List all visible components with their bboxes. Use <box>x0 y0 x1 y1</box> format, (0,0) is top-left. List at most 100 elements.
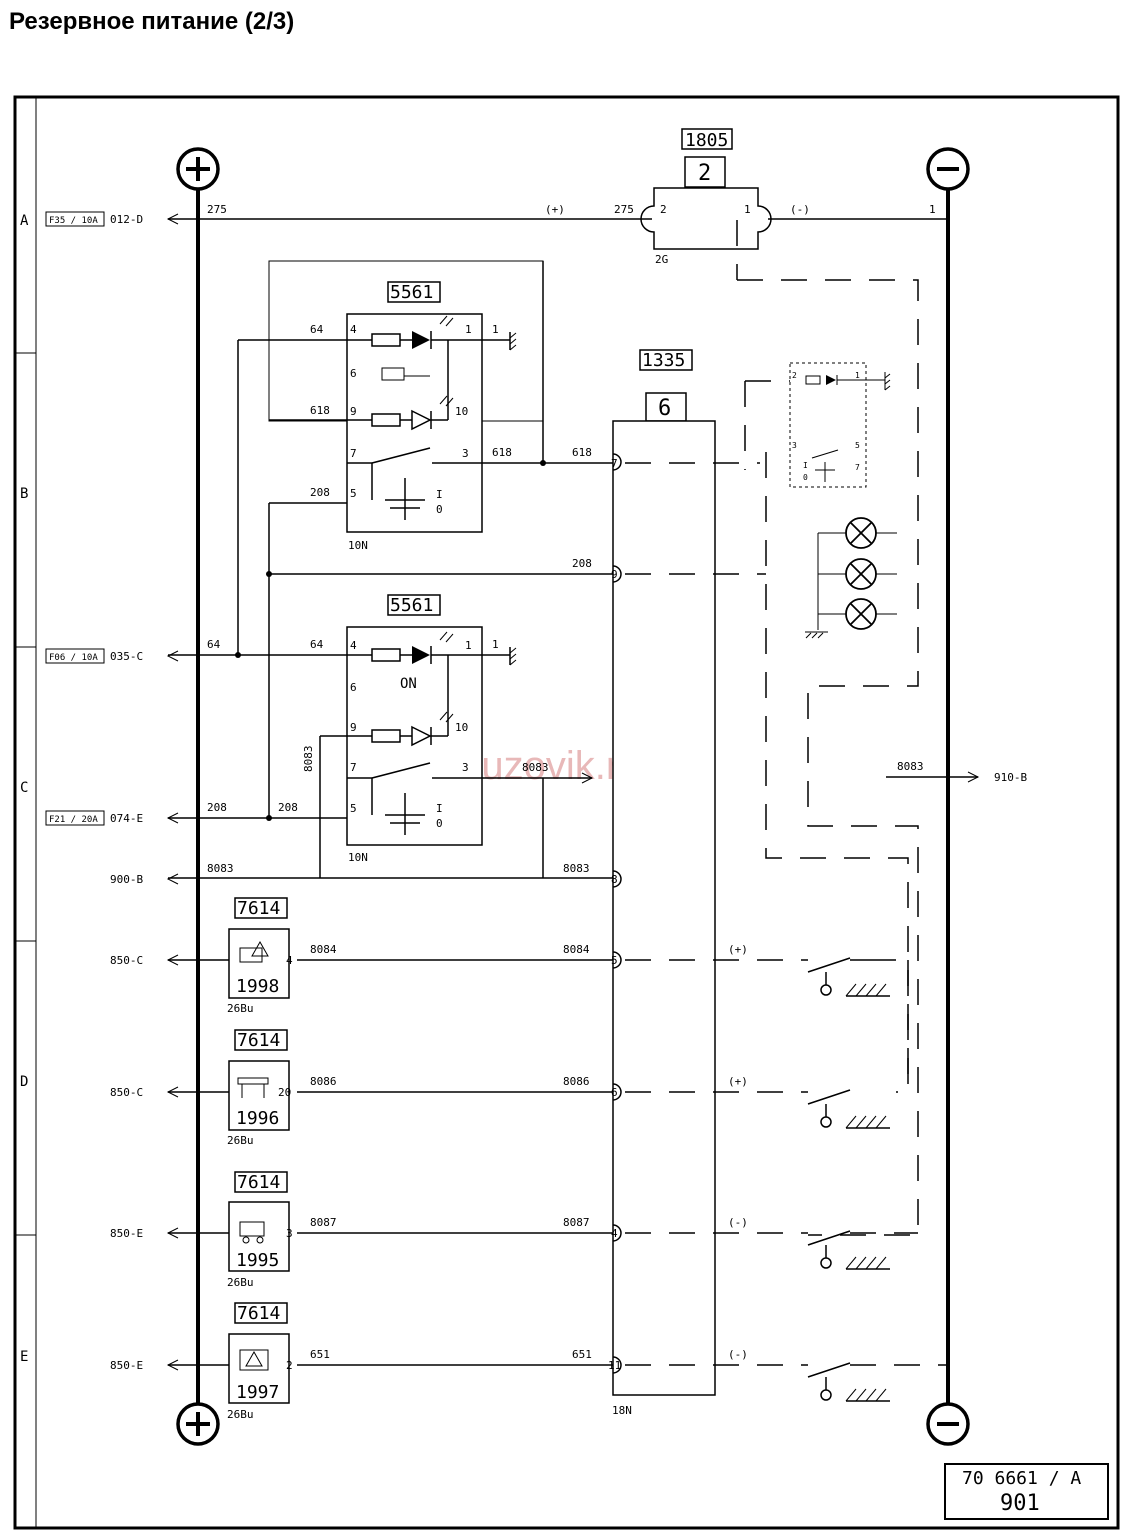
svg-text:26Bu: 26Bu <box>227 1134 254 1147</box>
svg-text:7: 7 <box>855 463 860 472</box>
svg-text:3: 3 <box>462 447 469 460</box>
svg-text:1335: 1335 <box>642 350 685 371</box>
svg-text:074-E: 074-E <box>110 812 143 825</box>
svg-text:910-B: 910-B <box>994 771 1027 784</box>
svg-text:64: 64 <box>310 638 324 651</box>
svg-text:6: 6 <box>658 396 671 421</box>
svg-text:7614: 7614 <box>237 1030 280 1051</box>
svg-text:1997: 1997 <box>236 1382 279 1403</box>
fuse-f06: F06 / 10A 035-C <box>45 648 179 664</box>
svg-text:5: 5 <box>855 441 860 450</box>
minus-icon-bottom <box>926 1402 970 1446</box>
row-label-d: D <box>20 1074 28 1090</box>
svg-text:7: 7 <box>611 457 618 470</box>
row-label-b: B <box>20 486 28 502</box>
svg-text:64: 64 <box>207 638 221 651</box>
module-1335: 1335 6 18N <box>612 349 716 1417</box>
module-pin-6: 8086 6 (+) <box>563 1075 808 1101</box>
module-pin-4: 8087 4 (-) <box>563 1216 808 1242</box>
svg-text:F06 / 10A: F06 / 10A <box>49 653 98 663</box>
lamp-icon-2 <box>845 558 877 590</box>
svg-text:850-C: 850-C <box>110 954 143 967</box>
svg-text:651: 651 <box>310 1348 330 1361</box>
plus-icon-bottom <box>176 1402 220 1446</box>
svg-text:7614: 7614 <box>237 1172 280 1193</box>
svg-text:(-): (-) <box>728 1348 748 1361</box>
footer-block: 70 6661 / A 901 <box>944 1463 1109 1520</box>
svg-text:618: 618 <box>492 446 512 459</box>
svg-text:F21 / 20A: F21 / 20A <box>49 815 98 825</box>
svg-text:1: 1 <box>929 203 936 216</box>
ground-switch-1 <box>807 957 896 997</box>
svg-text:8083: 8083 <box>897 760 924 773</box>
svg-text:618: 618 <box>572 446 592 459</box>
svg-text:275: 275 <box>614 203 634 216</box>
svg-text:11: 11 <box>608 1359 621 1372</box>
svg-text:3: 3 <box>286 1227 293 1240</box>
svg-text:I: I <box>436 488 443 501</box>
svg-text:(-): (-) <box>790 203 810 216</box>
svg-text:5561: 5561 <box>390 595 433 616</box>
svg-text:10N: 10N <box>348 851 368 864</box>
svg-text:5: 5 <box>611 954 618 967</box>
svg-text:I: I <box>436 802 443 815</box>
svg-text:26Bu: 26Bu <box>227 1002 254 1015</box>
module-pin-9: 208 9 <box>572 557 766 583</box>
svg-text:9: 9 <box>350 721 357 734</box>
terminal-850c-b: 850-C <box>110 1086 179 1099</box>
svg-text:18N: 18N <box>612 1404 632 1417</box>
sensor-7614-1998: 7614 1998 4 26Bu <box>227 897 293 1015</box>
svg-text:2: 2 <box>792 371 797 380</box>
svg-text:4: 4 <box>350 639 357 652</box>
svg-text:1998: 1998 <box>236 976 279 997</box>
svg-text:(-): (-) <box>728 1216 748 1229</box>
row-label-a: A <box>20 213 29 229</box>
svg-text:26Bu: 26Bu <box>227 1276 254 1289</box>
svg-text:208: 208 <box>207 801 227 814</box>
mini-switch-dashed: 2 1 3 5 7 I 0 <box>745 362 891 488</box>
svg-text:1: 1 <box>744 203 751 216</box>
svg-text:1: 1 <box>492 323 499 336</box>
svg-text:3: 3 <box>792 441 797 450</box>
svg-text:8087: 8087 <box>310 1216 337 1229</box>
svg-text:5561: 5561 <box>390 282 433 303</box>
svg-text:5: 5 <box>350 487 357 500</box>
svg-text:8087: 8087 <box>563 1216 590 1229</box>
svg-text:8086: 8086 <box>310 1075 337 1088</box>
switch-5561-bottom: 5561 4 1 6 9 10 7 3 5 10N ON I 0 <box>346 594 483 864</box>
svg-text:20: 20 <box>278 1086 291 1099</box>
svg-text:850-E: 850-E <box>110 1359 143 1372</box>
row-label-c: C <box>20 780 28 796</box>
terminal-850e-a: 850-E <box>110 1227 179 1240</box>
svg-text:7: 7 <box>350 447 357 460</box>
svg-text:1805: 1805 <box>685 130 728 151</box>
svg-text:0: 0 <box>436 503 443 516</box>
svg-text:4: 4 <box>611 1227 618 1240</box>
svg-text:4: 4 <box>350 323 357 336</box>
svg-text:10N: 10N <box>348 539 368 552</box>
svg-text:618: 618 <box>310 404 330 417</box>
svg-text:8083: 8083 <box>207 862 234 875</box>
plus-icon-top <box>176 147 220 191</box>
svg-text:I: I <box>803 461 808 470</box>
fuse-f21: F21 / 20A 074-E <box>45 810 179 826</box>
svg-text:208: 208 <box>310 486 330 499</box>
svg-text:7614: 7614 <box>237 1303 280 1324</box>
module-pin-5: 8084 5 (+) <box>563 943 808 969</box>
svg-text:4: 4 <box>286 954 293 967</box>
svg-text:70 6661 / A: 70 6661 / A <box>962 1468 1081 1489</box>
module-pin-7: 618 7 <box>572 446 760 471</box>
svg-text:8083: 8083 <box>302 746 315 773</box>
svg-text:2: 2 <box>660 203 667 216</box>
terminal-900b: 900-B <box>110 873 179 886</box>
svg-text:9: 9 <box>611 568 618 581</box>
svg-text:2: 2 <box>286 1359 293 1372</box>
svg-text:1: 1 <box>492 638 499 651</box>
svg-text:901: 901 <box>1000 1491 1040 1516</box>
svg-text:26Bu: 26Bu <box>227 1408 254 1421</box>
svg-text:275: 275 <box>207 203 227 216</box>
svg-text:10: 10 <box>455 721 468 734</box>
fuse-f35: F35 / 10A 012-D <box>45 211 179 227</box>
ground-switch-4 <box>807 1362 948 1402</box>
